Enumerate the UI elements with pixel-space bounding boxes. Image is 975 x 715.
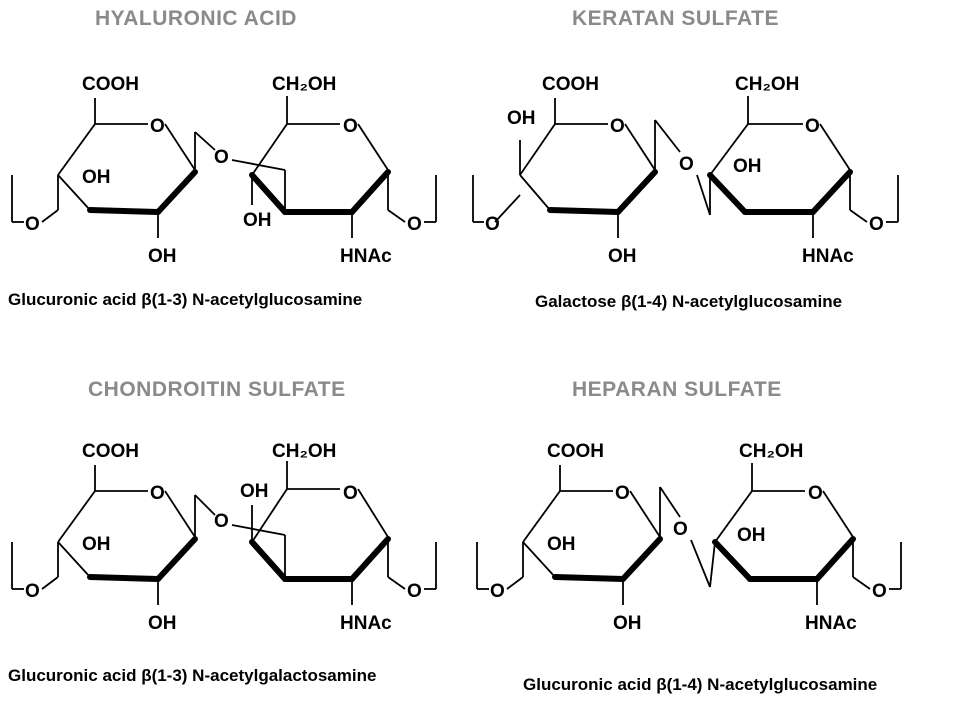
panel-title: HYALURONIC ACID xyxy=(95,7,297,30)
ring1-oxygen-label: O xyxy=(615,483,630,504)
glycosidic-bonds xyxy=(231,505,286,579)
ring1-cooh-label: COOH xyxy=(542,74,599,95)
ring1-oh-lower-label: OH xyxy=(608,246,637,267)
glycosidic-oxygen-label: O xyxy=(214,147,229,168)
ring2-hnac-label: HNAc xyxy=(340,246,392,267)
glycosidic-oxygen-label: O xyxy=(679,154,694,175)
right-chain-bracket xyxy=(424,542,437,590)
ring1-oh-lower-label: OH xyxy=(148,613,177,634)
glycosidic-oxygen-label: O xyxy=(214,511,229,532)
right-chain-bracket xyxy=(424,175,437,223)
ring2-oh-label: OH xyxy=(243,210,272,231)
ring1-oh-lower-label: OH xyxy=(148,246,177,267)
panel-title: HEPARAN SULFATE xyxy=(572,378,782,401)
ring2-bonds xyxy=(707,96,868,238)
ring1-cooh-label: COOH xyxy=(82,441,139,462)
panel-hyaluronic-acid: HYALURONIC ACID COOH O OH OH O O xyxy=(0,0,487,350)
panel-heparan-sulfate: HEPARAN SULFATE COOH O OH OH O O xyxy=(465,365,952,715)
structure-hyaluronic-acid: HYALURONIC ACID COOH O OH OH O O xyxy=(8,7,437,309)
panel-caption: Glucuronic acid β(1-3) N-acetylglucosami… xyxy=(8,290,362,309)
left-end-oxygen-label: O xyxy=(25,581,40,602)
panel-title: KERATAN SULFATE xyxy=(572,7,779,30)
panel-title: CHONDROITIN SULFATE xyxy=(88,378,346,401)
ring1-oh-upper-label: OH xyxy=(82,167,111,188)
glycosidic-oxygen-label: O xyxy=(673,519,688,540)
right-end-oxygen-label: O xyxy=(869,214,884,235)
ring2-bonds xyxy=(249,461,406,605)
panel-chondroitin-sulfate: CHONDROITIN SULFATE COOH O OH OH O O xyxy=(0,365,487,715)
ring1-oh-upper-label: OH xyxy=(82,534,111,555)
left-end-oxygen-label: O xyxy=(25,214,40,235)
panel-keratan-sulfate: KERATAN SULFATE COOH O OH OH O O xyxy=(465,0,952,350)
ring2-oh-label: OH xyxy=(240,481,269,502)
ring2-hnac-label: HNAc xyxy=(340,613,392,634)
ring2-oxygen-label: O xyxy=(343,116,358,137)
ring1-oh-side-label: OH xyxy=(507,108,536,129)
ring2-ch2oh-label: CH₂OH xyxy=(735,74,799,95)
ring2-oxygen-label: O xyxy=(343,483,358,504)
left-end-oxygen-label: O xyxy=(485,214,500,235)
panel-caption: Glucuronic acid β(1-4) N-acetylglucosami… xyxy=(523,675,877,694)
ring1-oxygen-label: O xyxy=(610,116,625,137)
ring2-bonds xyxy=(712,463,871,605)
panel-caption: Glucuronic acid β(1-3) N-acetylgalactosa… xyxy=(8,666,376,685)
structure-heparan-sulfate: HEPARAN SULFATE COOH O OH OH O O xyxy=(476,378,902,694)
left-chain-bracket xyxy=(11,175,24,223)
ring2-ch2oh-label: CH₂OH xyxy=(272,441,336,462)
ring1-cooh-label: COOH xyxy=(82,74,139,95)
ring2-bonds xyxy=(249,96,406,238)
ring2-oxygen-label: O xyxy=(805,116,820,137)
glycosidic-bonds xyxy=(696,174,711,216)
ring1-bonds xyxy=(494,98,681,238)
right-end-oxygen-label: O xyxy=(407,214,422,235)
ring1-oh-lower-label: OH xyxy=(613,613,642,634)
right-chain-bracket xyxy=(889,542,902,590)
ring2-hnac-label: HNAc xyxy=(802,246,854,267)
glycosidic-bonds xyxy=(690,539,716,588)
structure-chondroitin-sulfate: CHONDROITIN SULFATE COOH O OH OH O O xyxy=(8,378,437,685)
ring2-oh-label: OH xyxy=(737,525,766,546)
ring2-hnac-label: HNAc xyxy=(805,613,857,634)
ring2-ch2oh-label: CH₂OH xyxy=(739,441,803,462)
ring2-oxygen-label: O xyxy=(808,483,823,504)
right-chain-bracket xyxy=(886,175,899,223)
left-chain-bracket xyxy=(476,542,489,590)
ring1-oxygen-label: O xyxy=(150,483,165,504)
ring1-oxygen-label: O xyxy=(150,116,165,137)
panel-caption: Galactose β(1-4) N-acetylglucosamine xyxy=(535,292,842,311)
left-end-oxygen-label: O xyxy=(490,581,505,602)
ring1-cooh-label: COOH xyxy=(547,441,604,462)
ring2-oh-label: OH xyxy=(733,156,762,177)
structure-keratan-sulfate: KERATAN SULFATE COOH O OH OH O O xyxy=(472,7,899,311)
right-end-oxygen-label: O xyxy=(407,581,422,602)
right-end-oxygen-label: O xyxy=(872,581,887,602)
left-chain-bracket xyxy=(11,542,24,590)
ring1-bonds xyxy=(41,98,216,238)
ring1-bonds xyxy=(506,465,681,605)
ring1-oh-upper-label: OH xyxy=(547,534,576,555)
left-chain-bracket xyxy=(472,175,484,223)
ring2-ch2oh-label: CH₂OH xyxy=(272,74,336,95)
ring1-bonds xyxy=(41,465,216,605)
